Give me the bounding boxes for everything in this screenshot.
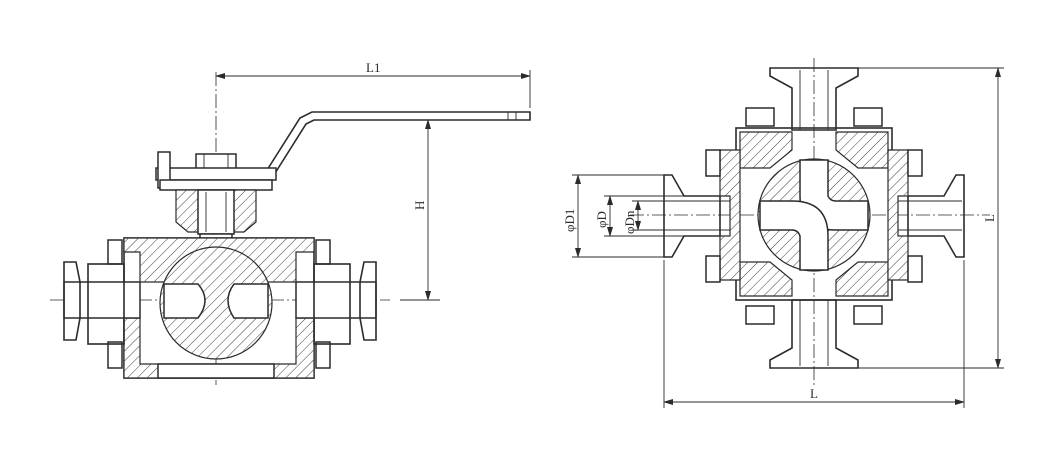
right-pipe bbox=[295, 281, 377, 319]
bolt-bottom-left bbox=[745, 305, 775, 325]
side-view: L1 H bbox=[50, 60, 531, 385]
bolt-left-bottom bbox=[705, 255, 721, 283]
left-port bbox=[663, 174, 721, 258]
dim-label-D: φD bbox=[594, 211, 609, 228]
left-pipe bbox=[63, 281, 141, 319]
dim-label-H: H bbox=[412, 201, 427, 210]
ball-bore-lower bbox=[759, 200, 829, 271]
bolt-left-top bbox=[705, 149, 721, 177]
top-port bbox=[769, 67, 859, 131]
dim-label-L1: L1 bbox=[366, 60, 380, 75]
left-ferrule bbox=[63, 261, 81, 341]
bolt-right-top bbox=[907, 149, 923, 177]
bolt-right-bottom bbox=[907, 255, 923, 283]
ball bbox=[159, 246, 273, 360]
right-ferrule bbox=[359, 261, 377, 341]
bottom-plate bbox=[157, 363, 275, 379]
right-port bbox=[907, 174, 965, 258]
dim-label-D1: φD1 bbox=[562, 209, 577, 232]
bolt-top-right bbox=[853, 107, 883, 127]
bolt-top-left bbox=[745, 107, 775, 127]
handle-lever bbox=[261, 111, 531, 179]
cross-section-view: L L φD1 φD φDn bbox=[562, 58, 1004, 408]
dim-label-Dn: φDn bbox=[622, 210, 637, 234]
dim-label-L-vertical: L bbox=[982, 214, 997, 222]
bolt-bottom-right bbox=[853, 305, 883, 325]
dim-label-L-horizontal: L bbox=[810, 386, 818, 401]
